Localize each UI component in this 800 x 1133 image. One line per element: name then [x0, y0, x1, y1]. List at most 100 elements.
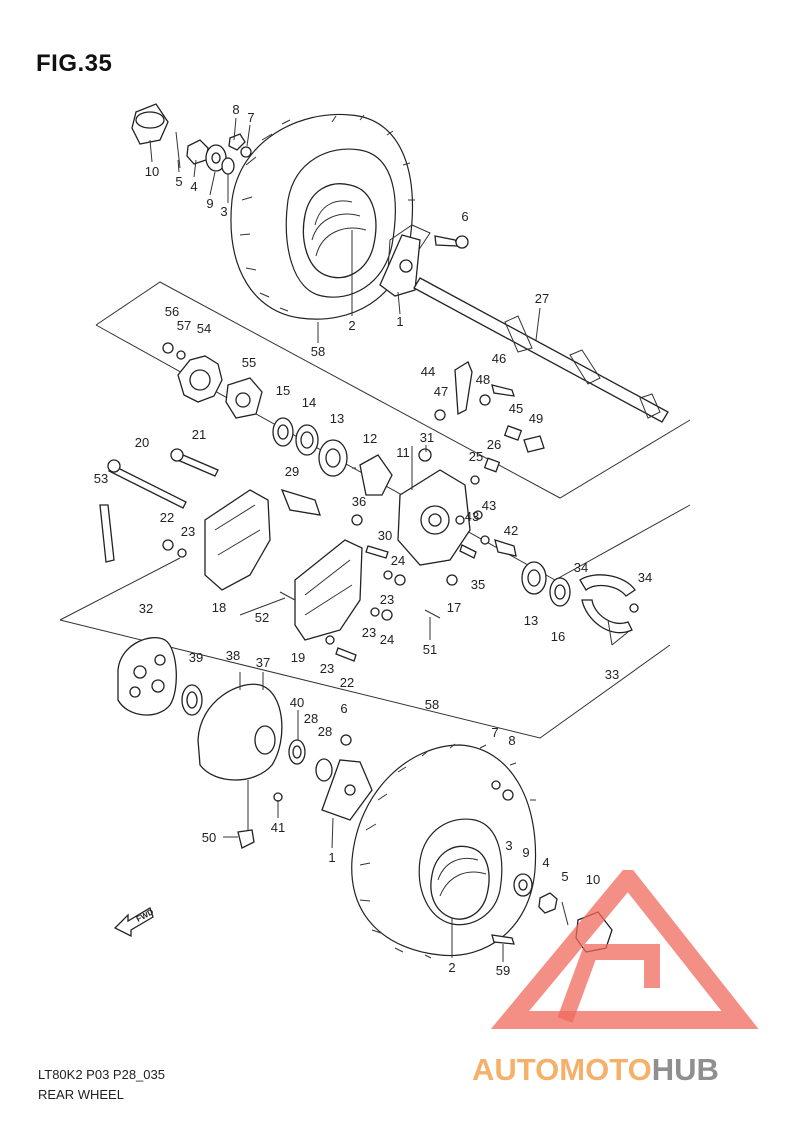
middle-fasteners [162, 510, 517, 662]
callout: 7 [491, 725, 498, 740]
callout: 49 [529, 411, 543, 426]
callout: 50 [202, 830, 216, 845]
callout: 1 [396, 314, 403, 329]
callout: 24 [391, 553, 405, 568]
callout: 3 [505, 838, 512, 853]
callout: 48 [476, 372, 490, 387]
callout-numbers: 10 5 4 9 8 7 3 6 27 2 1 58 56 57 54 55 4… [94, 102, 652, 978]
callout: 51 [423, 642, 437, 657]
callout: 54 [197, 321, 211, 336]
callout: 8 [232, 102, 239, 117]
callout: 1 [328, 850, 335, 865]
callout: 13 [524, 613, 538, 628]
callout: 37 [256, 655, 270, 670]
assembly-outline-lower [59, 557, 671, 739]
callout: 22 [340, 675, 354, 690]
brake-drum-assembly [117, 637, 352, 782]
callout: 23 [380, 592, 394, 607]
callout: 2 [448, 960, 455, 975]
watermark-g-icon [557, 944, 660, 1023]
watermark-text: AUTOMOTOHUB [472, 1052, 719, 1087]
callout: 8 [508, 733, 515, 748]
callout: 56 [165, 304, 179, 319]
callout: 44 [421, 364, 435, 379]
callout: 4 [542, 855, 549, 870]
sprocket-assembly [162, 342, 263, 419]
long-bolts [107, 448, 219, 509]
callout: 4 [190, 179, 197, 194]
callout: 6 [340, 701, 347, 716]
callout: 2 [348, 318, 355, 333]
callout: 46 [492, 351, 506, 366]
callout: 26 [487, 437, 501, 452]
callout: 22 [160, 510, 174, 525]
callout: 14 [302, 395, 316, 410]
callout: 17 [447, 600, 461, 615]
watermark-text-part2: HUB [652, 1052, 719, 1087]
callout: 12 [363, 431, 377, 446]
brake-lever-parts [434, 361, 545, 485]
brake-shoes [521, 561, 639, 634]
callout: 55 [242, 355, 256, 370]
bracket-assembly [204, 488, 363, 641]
callout: 11 [396, 445, 410, 460]
callout: 32 [139, 601, 153, 616]
callout: 34 [638, 570, 652, 585]
automotohub-watermark: AUTOMOTOHUB [472, 870, 759, 1087]
callout: 15 [276, 383, 290, 398]
callout: 58 [311, 344, 325, 359]
callout: 28 [304, 711, 318, 726]
callout: 9 [206, 196, 213, 211]
callout: 34 [574, 560, 588, 575]
callout: 43 [482, 498, 496, 513]
callout: 47 [434, 384, 448, 399]
callout: 33 [605, 667, 619, 682]
lower-left-fasteners [237, 780, 283, 849]
callout: 36 [352, 494, 366, 509]
callout: 53 [94, 471, 108, 486]
callout: 10 [586, 872, 600, 887]
callout: 30 [378, 528, 392, 543]
callout: 6 [461, 209, 468, 224]
callout: 23 [320, 661, 334, 676]
callout: 20 [135, 435, 149, 450]
callout: 9 [522, 845, 529, 860]
callout: 29 [285, 464, 299, 479]
bearing-set-upper [272, 417, 393, 496]
rear-axle [413, 277, 669, 423]
callout: 58 [425, 697, 439, 712]
diagram-caption: REAR WHEEL [38, 1087, 124, 1102]
callout: 57 [177, 318, 191, 333]
callout: 16 [551, 629, 565, 644]
callout: 31 [420, 430, 434, 445]
diagram-code: LT80K2 P03 P28_035 [38, 1067, 165, 1082]
callout: 28 [318, 724, 332, 739]
callout: 39 [189, 650, 203, 665]
callout: 19 [291, 650, 305, 665]
callout: 13 [330, 411, 344, 426]
callout: 10 [145, 164, 159, 179]
watermark-triangle-icon [490, 870, 759, 1029]
lower-tire [351, 743, 537, 959]
callout: 27 [535, 291, 549, 306]
brake-panel [397, 448, 471, 566]
callout: 38 [226, 648, 240, 663]
callout: 18 [212, 600, 226, 615]
callout: 23 [362, 625, 376, 640]
watermark-text-part1: AUTOMOTO [472, 1052, 652, 1087]
callout: 43 [465, 509, 479, 524]
callout: 5 [175, 174, 182, 189]
callout: 23 [181, 524, 195, 539]
callout: 42 [504, 523, 518, 538]
bolt-upper [434, 235, 460, 247]
callout: 52 [255, 610, 269, 625]
callout: 21 [192, 427, 206, 442]
callout: 3 [220, 204, 227, 219]
leader-lines [149, 117, 629, 962]
callout: 40 [290, 695, 304, 710]
figure-title: FIG.35 [36, 50, 113, 77]
callout: 59 [496, 963, 510, 978]
callout: 5 [561, 869, 568, 884]
